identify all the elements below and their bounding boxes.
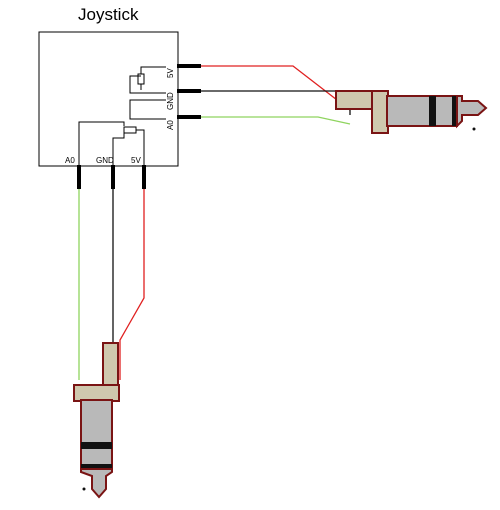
wire-right-5v	[201, 65, 351, 111]
pin-label-right-gnd: GND	[166, 92, 175, 110]
pin-label-right-a0: A0	[166, 120, 175, 130]
right-wires	[201, 65, 351, 125]
pin-right-a0	[177, 115, 201, 119]
right-audio-plug	[335, 90, 488, 134]
pin-label-bottom-5v: 5V	[131, 156, 141, 165]
pin-right-gnd	[177, 89, 201, 93]
pin-bottom-a0	[77, 165, 81, 189]
bottom-pot-traces	[78, 121, 145, 165]
bottom-audio-plug	[73, 342, 120, 499]
pin-right-5v	[177, 64, 201, 68]
bottom-header: A0 GND 5V	[65, 156, 146, 189]
joystick-board	[38, 31, 179, 167]
pin-label-bottom-a0: A0	[65, 156, 75, 165]
right-header: 5V GND A0	[166, 64, 201, 130]
wire-bottom-5v	[119, 189, 145, 380]
pin-label-right-5v: 5V	[166, 68, 175, 78]
diagram-title: Joystick	[78, 5, 139, 24]
wire-right-a0	[201, 116, 351, 125]
pin-label-bottom-gnd: GND	[96, 156, 114, 165]
pin-bottom-5v	[142, 165, 146, 189]
wire-right-gnd	[201, 90, 351, 115]
right-pot-traces	[129, 66, 166, 120]
pin-bottom-gnd	[111, 165, 115, 189]
